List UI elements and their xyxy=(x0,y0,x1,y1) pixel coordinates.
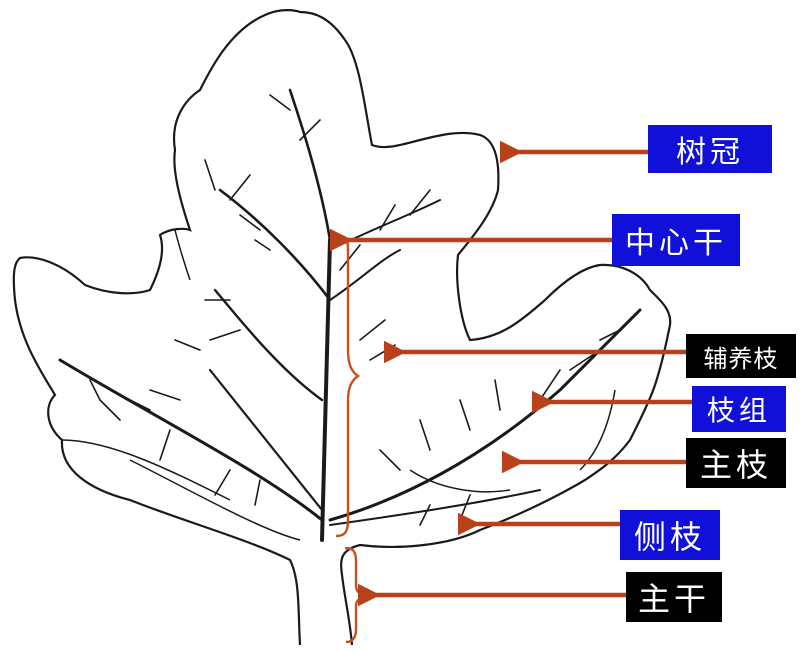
branch-structure xyxy=(58,88,642,542)
pointer-arrows xyxy=(330,140,692,607)
label-main-branch: 主枝 xyxy=(686,438,786,488)
label-branch-group: 枝组 xyxy=(692,386,786,432)
label-trunk: 主干 xyxy=(626,572,722,622)
label-lateral-branch: 侧枝 xyxy=(620,510,720,560)
trunk-brace xyxy=(344,546,370,644)
crown-outline xyxy=(12,9,672,646)
crown-inner-contour xyxy=(61,229,616,541)
label-nursing-branch: 辅养枝 xyxy=(686,334,796,378)
label-crown: 树冠 xyxy=(648,125,772,173)
label-central-leader: 中心干 xyxy=(612,214,740,266)
